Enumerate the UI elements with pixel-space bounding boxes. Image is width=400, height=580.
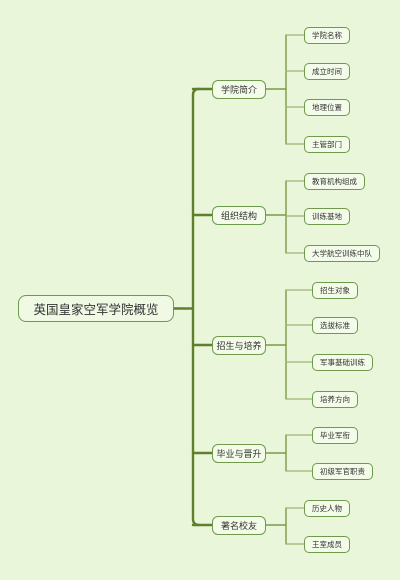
subtopic-node-4-1[interactable]: 毕业军衔 xyxy=(312,426,358,444)
root-node[interactable]: 英国皇家空军学院概览 xyxy=(18,295,174,322)
subtopic-node-2-2[interactable]: 训练基地 xyxy=(304,207,350,225)
subtopic-node-4-2[interactable]: 初级军官职责 xyxy=(312,462,373,480)
topic-node-2[interactable]: 组织结构 xyxy=(212,205,266,225)
subtopic-node-3-4[interactable]: 培养方向 xyxy=(312,390,358,408)
subtopic-node-1-2[interactable]: 成立时间 xyxy=(304,62,350,80)
trunk-line xyxy=(191,87,201,527)
subtopic-node-2-3[interactable]: 大学航空训练中队 xyxy=(304,244,380,262)
subtopic-node-2-1[interactable]: 教育机构组成 xyxy=(304,172,365,190)
subtopic-node-3-3[interactable]: 军事基础训练 xyxy=(312,353,373,371)
subtopic-node-1-1[interactable]: 学院名称 xyxy=(304,26,350,44)
topic-node-3[interactable]: 招生与培养 xyxy=(212,335,266,355)
subtopic-node-5-1[interactable]: 历史人物 xyxy=(304,499,350,517)
subtopic-node-3-1[interactable]: 招生对象 xyxy=(312,281,358,299)
subtopic-node-5-2[interactable]: 王室成员 xyxy=(304,535,350,553)
topic-node-4[interactable]: 毕业与晋升 xyxy=(212,443,266,463)
topic-node-5[interactable]: 著名校友 xyxy=(212,515,266,535)
subtopic-node-1-4[interactable]: 主管部门 xyxy=(304,135,350,153)
subtopic-node-3-2[interactable]: 选拔标准 xyxy=(312,316,358,334)
topic-node-1[interactable]: 学院简介 xyxy=(212,79,266,99)
subtopic-node-1-3[interactable]: 地理位置 xyxy=(304,98,350,116)
